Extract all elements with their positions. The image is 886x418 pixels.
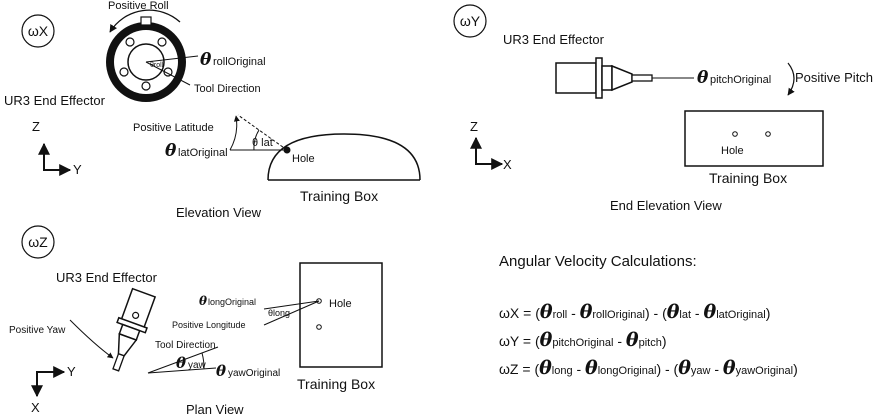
roll-tool-end-view: θroll: [106, 9, 199, 102]
positive-longitude-label: Positive Longitude: [172, 320, 246, 330]
theta-roll-label: θroll: [150, 62, 164, 69]
wx-tag: ωX: [28, 23, 49, 39]
wz-training-box-label: Training Box: [297, 376, 375, 392]
positive-latitude-dash: [237, 114, 288, 151]
theta-symbol: θ: [200, 50, 212, 70]
hole-marker: [316, 298, 322, 304]
panel-wy: ωY UR3 End Effector θ pitchOriginal Posi…: [453, 4, 873, 213]
wy-hole-label: Hole: [721, 145, 744, 157]
bolt-hole: [119, 67, 129, 77]
training-box: [684, 110, 824, 167]
theta-lat-arc: [253, 129, 260, 151]
long-original-line: [263, 300, 320, 310]
tool-body: [555, 62, 597, 94]
calculations-title: Angular Velocity Calculations:: [499, 253, 697, 270]
training-box-dome: [267, 133, 421, 181]
equation-wy: ωY = (θpitchOriginal - θpitch): [499, 329, 667, 351]
wy-axis-vertical: Z: [470, 119, 478, 134]
wy-end-effector-label: UR3 End Effector: [503, 32, 605, 47]
pitch-tool-side-view: [555, 57, 653, 99]
wy-tag-circle: [453, 4, 487, 38]
theta-symbol: θ: [165, 141, 177, 161]
positive-pitch-arrow: [787, 62, 795, 96]
panel-wz: ωZ UR3 End Effector Positive Yaw Tool Di…: [9, 225, 383, 417]
tool-key: [140, 16, 152, 26]
hole-marker: [283, 146, 291, 154]
positive-latitude-label: Positive Latitude: [133, 122, 214, 134]
wz-axis-horizontal: Y: [67, 364, 76, 379]
equation-wz: ωZ = (θlong - θlongOriginal) - (θyaw - θ…: [499, 357, 798, 379]
wz-end-effector-label: UR3 End Effector: [56, 270, 158, 285]
theta-roll-original-label: rollOriginal: [213, 56, 266, 68]
tool-tip: [112, 352, 125, 372]
wy-training-box-label: Training Box: [709, 170, 787, 186]
wx-axis-horizontal: Y: [73, 162, 82, 177]
tool-direction-label: Tool Direction: [194, 83, 261, 95]
theta-yaw-original-label: yawOriginal: [228, 368, 280, 379]
theta-lat-original-label: latOriginal: [178, 147, 228, 159]
theta-long-label: θlong: [268, 308, 290, 318]
tool-taper: [611, 64, 633, 92]
equation-wx: ωX = (θroll - θrollOriginal) - (θlat - θ…: [499, 301, 770, 323]
roll-original-line: [145, 55, 199, 63]
wy-tag: ωY: [460, 13, 481, 29]
theta-symbol: θ: [216, 362, 226, 380]
angular-velocity-calculations: Angular Velocity Calculations: ωX = (θro…: [499, 253, 798, 379]
positive-roll-arrow: [109, 9, 181, 33]
wx-hole-label: Hole: [292, 153, 315, 165]
training-box: [299, 262, 383, 368]
positive-longitude-line: [263, 300, 320, 326]
positive-latitude-arc: [229, 115, 240, 151]
wy-view-title: End Elevation View: [610, 198, 722, 213]
hole-marker: [732, 131, 738, 137]
tool-collar: [601, 65, 613, 91]
bolt-hole: [125, 37, 135, 47]
wz-hole-label: Hole: [329, 298, 352, 310]
hole-marker: [316, 324, 322, 330]
tool-tip: [631, 74, 653, 82]
wz-tool-direction-label: Tool Direction: [155, 340, 216, 351]
theta-lat-label: θ lat: [252, 137, 273, 149]
wx-axis-vertical: Z: [32, 119, 40, 134]
tool-flange: [595, 57, 603, 99]
theta-symbol: θ: [176, 354, 186, 372]
positive-roll-label: Positive Roll: [108, 0, 169, 12]
positive-pitch-label: Positive Pitch: [795, 70, 873, 85]
theta-symbol: θ: [697, 68, 709, 88]
theta-long-original-label: longOriginal: [208, 297, 256, 307]
theta-yaw-arc: [201, 352, 205, 370]
tool-marker: [132, 311, 140, 319]
wy-axis-horizontal: X: [503, 157, 512, 172]
wx-training-box-label: Training Box: [300, 188, 378, 204]
hole-marker: [765, 131, 771, 137]
tool-direction-line: [145, 61, 191, 86]
panel-wx: ωX θroll Positive Roll θ rollOriginal To…: [4, 0, 421, 220]
wx-view-title: Elevation View: [176, 205, 262, 220]
wx-tag-circle: [21, 14, 55, 48]
positive-yaw-label: Positive Yaw: [9, 325, 66, 336]
wz-view-title: Plan View: [186, 402, 244, 417]
theta-symbol: θ: [199, 294, 207, 308]
wz-axis-vertical: X: [31, 400, 40, 415]
wz-tag-circle: [21, 225, 55, 259]
yaw-original-line: [147, 367, 217, 374]
theta-yaw-label: yaw: [188, 360, 207, 371]
wx-end-effector-label: UR3 End Effector: [4, 93, 106, 108]
yaw-tool-top-view: [112, 287, 157, 372]
bolt-hole: [141, 81, 151, 91]
bolt-hole: [157, 37, 167, 47]
positive-yaw-arrow: [69, 319, 114, 359]
tool-direction-line: [147, 346, 219, 374]
theta-pitch-original-label: pitchOriginal: [710, 74, 771, 86]
wz-tag: ωZ: [28, 234, 48, 250]
